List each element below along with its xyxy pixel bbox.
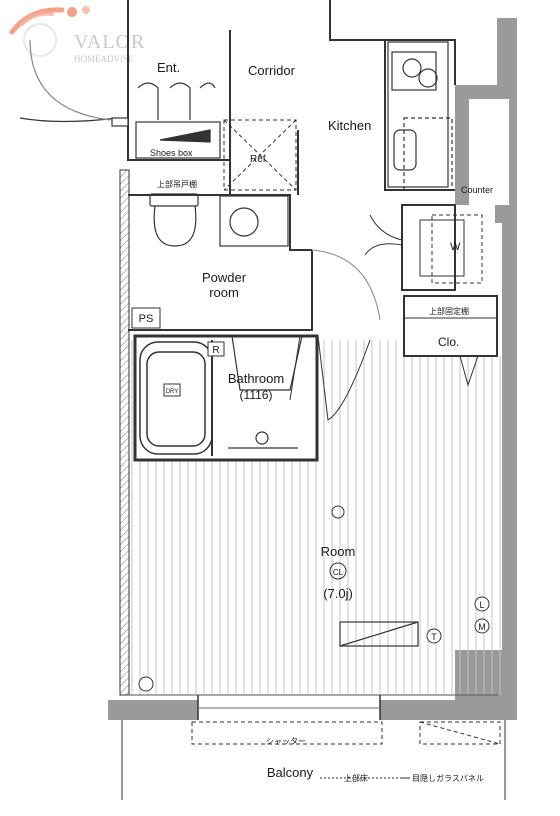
logo-brand: VALOR — [74, 31, 145, 53]
shower-icon — [228, 335, 303, 449]
shoes-box-label: Shoes box — [150, 148, 193, 158]
remote-box: R — [207, 341, 225, 357]
outlet-markers — [138, 596, 490, 692]
company-logo: VALOR HOMEADVISE — [9, 6, 145, 64]
closet-doors — [404, 317, 497, 387]
dryer-label: DRY — [166, 389, 179, 395]
refrigerator-space — [223, 119, 297, 191]
stove-burner-icon — [402, 58, 422, 78]
wash-basin-icon — [219, 195, 289, 247]
closet-label: Clo. — [438, 335, 459, 349]
shutter-note: シャッター — [266, 737, 306, 746]
remote-label: R — [212, 345, 219, 356]
entrance-label: Ent. — [157, 60, 180, 75]
balcony-label: Balcony — [267, 765, 314, 780]
sink-icon — [393, 129, 417, 171]
toilet-icon — [149, 193, 199, 247]
upper-shelf-toilet-note: 上部吊戸棚 — [157, 179, 197, 189]
ceiling-light-icon — [329, 505, 347, 580]
bathtub-icon — [139, 341, 213, 455]
bathroom-size-label: (1116) — [240, 388, 273, 402]
logo-mark-icon — [9, 6, 90, 57]
bathroom-label: Bathroom — [228, 371, 284, 386]
kitchen-counter — [387, 41, 453, 191]
tv-label: T — [431, 632, 437, 642]
upper-floor-note: 上部床 — [344, 773, 368, 783]
pipe-space-label: PS — [139, 313, 154, 325]
frosted-glass-note: 目隠しガラスパネル — [412, 773, 484, 783]
counter-label: Counter — [461, 185, 493, 195]
room-size-label: (7.0j) — [323, 586, 353, 601]
powder-room-label-1: Powder — [202, 270, 247, 285]
balcony-area — [121, 720, 506, 800]
entrance-door — [19, 39, 129, 127]
room-label: Room — [321, 544, 356, 559]
powder-room-label-2: room — [209, 285, 239, 300]
washer-space — [419, 214, 483, 284]
washer-label: W — [450, 241, 461, 253]
pipe-space-box: PS — [131, 307, 161, 329]
kitchen-label: Kitchen — [328, 118, 371, 133]
lan-label: L — [479, 600, 484, 610]
logo-subtitle: HOMEADVISE — [74, 54, 134, 64]
aircon-unit — [339, 621, 419, 647]
ceiling-light-label: CL — [333, 568, 344, 577]
refrigerator-label: Ref. — [250, 154, 268, 165]
upper-fixed-shelf-note: 上部固定棚 — [429, 306, 469, 316]
multimedia-label: M — [478, 622, 486, 632]
corridor-label: Corridor — [248, 63, 296, 78]
shoes-box — [135, 82, 221, 159]
